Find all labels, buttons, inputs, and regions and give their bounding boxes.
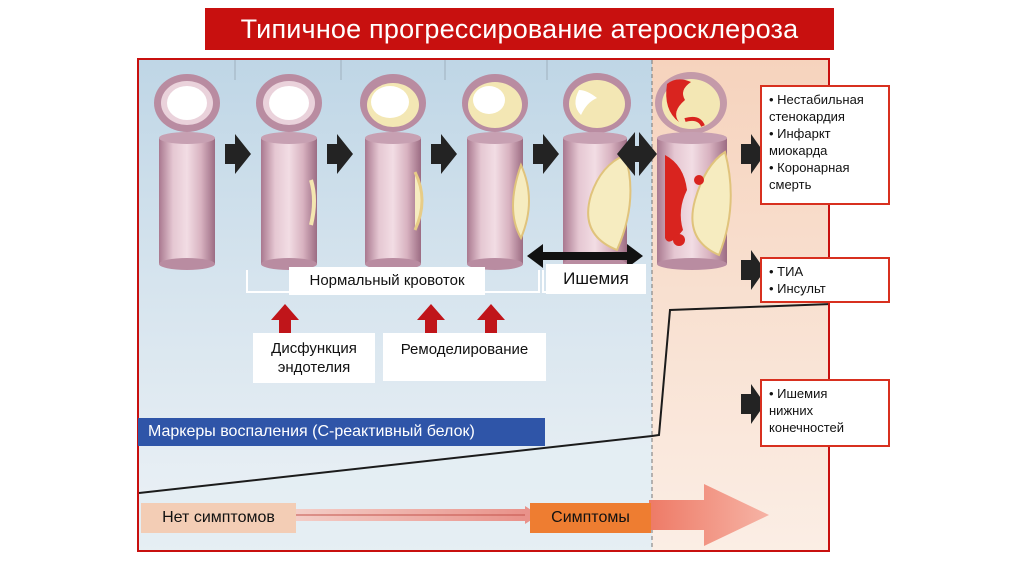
vessel-stage-2: [256, 74, 322, 270]
remodeling-label: Ремоделирование: [383, 333, 546, 381]
cerebral-outcomes-box: • ТИА • Инсульт: [760, 257, 890, 303]
diagram-panel: [137, 58, 830, 552]
vessel-stage-1: [154, 74, 220, 270]
vessel-stage-6-rupture: [655, 72, 732, 270]
symptoms-label: Симптомы: [530, 503, 651, 533]
endothelial-dysfunction-label: Дисфункция эндотелия: [253, 333, 375, 383]
vessel-stage-4: [462, 74, 530, 270]
inflammation-markers-bar: Маркеры воспаления (С-реактивный белок): [138, 418, 545, 446]
peripheral-outcomes-box: • Ишемия нижних конечностей: [760, 379, 890, 447]
diagram-graphics: [139, 60, 828, 550]
no-symptoms-label: Нет симптомов: [141, 503, 296, 533]
ischemia-label: Ишемия: [546, 264, 646, 294]
vessel-stage-3: [360, 74, 426, 270]
vessel-stage-5: [563, 73, 632, 270]
coronary-outcomes-box: • Нестабильная стенокардия • Инфаркт мио…: [760, 85, 890, 205]
normal-flow-label: Нормальный кровоток: [289, 267, 485, 295]
title-banner: Типичное прогрессирование атеросклероза: [205, 8, 834, 50]
page-title: Типичное прогрессирование атеросклероза: [240, 13, 799, 44]
